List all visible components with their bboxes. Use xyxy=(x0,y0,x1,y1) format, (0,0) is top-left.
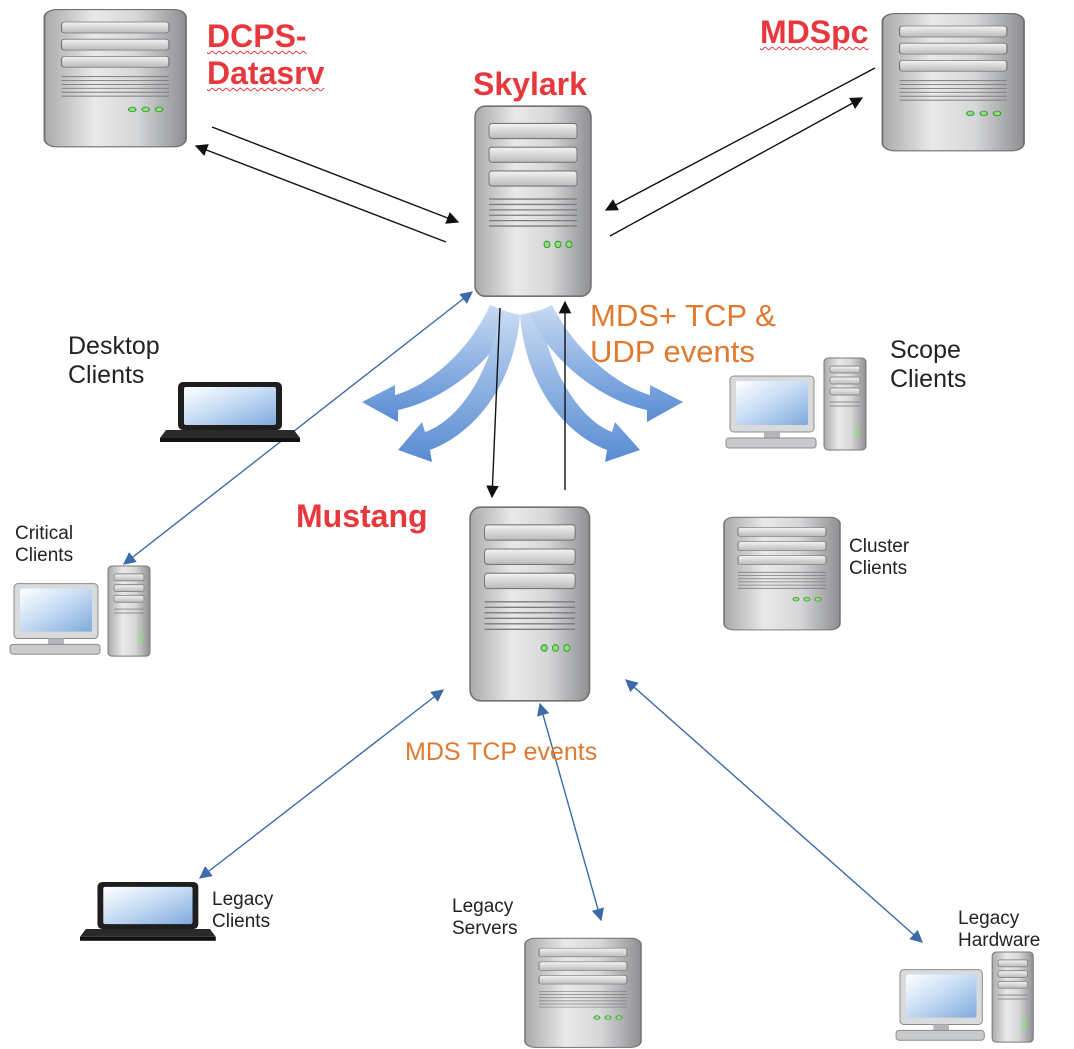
scope-clients-label: Scope Clients xyxy=(890,336,967,393)
black-links xyxy=(194,67,876,499)
dcps-datasrv-server xyxy=(43,8,187,148)
cluster-clients-label: Cluster Clients xyxy=(849,536,910,579)
link-mustang-legacy-servers xyxy=(537,702,604,922)
link-mdspc-to-skylark xyxy=(604,67,876,211)
desktop-clients-label: Desktop Clients xyxy=(68,332,160,389)
dcps-datasrv-label: DCPS- Datasrv xyxy=(207,18,325,91)
link-skylark-to-mustang xyxy=(486,307,501,499)
mds-plus-events-label: MDS+ TCP & UDP events xyxy=(590,298,776,369)
blue-links xyxy=(123,291,923,943)
legacy-hardware-workstation xyxy=(895,951,1034,1043)
mdspc-label: MDSpc xyxy=(760,14,869,50)
link-dcps-to-skylark xyxy=(211,126,460,224)
legacy-servers-server xyxy=(524,937,642,1049)
link-skylark-critical-clients xyxy=(123,291,473,565)
mds-tcp-events-label: MDS TCP events xyxy=(405,738,598,766)
legacy-servers-label: Legacy Servers xyxy=(452,896,518,939)
desktop-clients-laptop xyxy=(160,382,300,442)
link-mustang-legacy-clients xyxy=(199,689,444,879)
legacy-clients-label: Legacy Clients xyxy=(212,889,274,932)
mdspc-server xyxy=(881,12,1025,152)
mustang-label: Mustang xyxy=(296,498,428,534)
legacy-hardware-label: Legacy Hardware xyxy=(958,908,1041,951)
link-skylark-to-mdspc xyxy=(609,97,864,237)
scope-clients-workstation xyxy=(725,357,867,451)
link-skylark-to-dcps xyxy=(194,144,447,243)
critical-clients-workstation xyxy=(9,565,151,657)
critical-clients-label: Critical Clients xyxy=(15,523,74,566)
legacy-clients-laptop xyxy=(80,882,216,941)
skylark-label: Skylark xyxy=(473,66,587,102)
mustang-server xyxy=(469,506,591,702)
cluster-clients-server xyxy=(723,516,841,631)
link-mustang-legacy-hardware xyxy=(625,679,923,943)
skylark-server xyxy=(474,105,592,298)
